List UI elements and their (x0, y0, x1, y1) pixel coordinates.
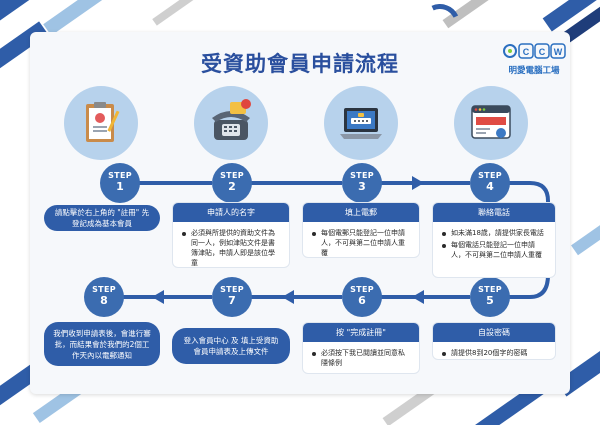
step-2-icon-circle (194, 86, 268, 160)
logo-letter: C (539, 47, 546, 57)
step-number: 2 (228, 180, 236, 193)
clipboard-profile-icon (86, 102, 120, 142)
step-2-card: 申請人的名字 必須與所提供的資助文件為同一人，例如津貼文件是書簿津貼，申請人即是… (172, 202, 290, 268)
step-6-card: 按 "完成註冊" 必須按下我已閱讀並同意私隱條例 (302, 322, 420, 374)
step-number: 8 (100, 294, 108, 307)
step-5-item: 請提供8到20個字的密碼 (441, 348, 547, 358)
web-browser-icon (471, 105, 511, 139)
step-number: 3 (358, 180, 366, 193)
decor-stripe (152, 0, 198, 26)
ccw-logo: C C W 明愛電腦工場 (502, 40, 566, 78)
logo-name: 明愛電腦工場 (508, 66, 560, 76)
step-6-list: 必須按下我已閱讀並同意私隱條例 (303, 342, 419, 374)
step-number: 6 (358, 294, 366, 307)
step-3-card: 填上電郵 每個電郵只能登記一位申請人，不可與第二位申請人重覆 (302, 202, 420, 258)
step-word: STEP (108, 171, 132, 180)
step-5-list: 請提供8到20個字的密碼 (433, 342, 555, 364)
step-4-item: 如未滿18歲，請提供家長電話 (441, 228, 547, 238)
step-1-text: 請點擊於右上角的 "註冊" 先登記成為基本會員 (44, 205, 160, 231)
step-5-card: 自設密碼 請提供8到20個字的密碼 (432, 322, 556, 360)
step-4-card: 聯絡電話 如未滿18歲，請提供家長電話 每個電話只能登記一位申請人，不可與第二位… (432, 202, 556, 278)
step-number: 7 (228, 294, 236, 307)
step-2-title: 申請人的名字 (173, 203, 289, 222)
step-3-list: 每個電郵只能登記一位申請人，不可與第二位申請人重覆 (303, 222, 419, 264)
step-word: STEP (350, 171, 374, 180)
decor-stripe (571, 216, 600, 256)
step-8-text: 我們收到申請表後，會進行審批，而結果會於我們的2個工作天內以電郵通知 (44, 322, 160, 366)
step-word: STEP (478, 285, 502, 294)
step-2-item: 必須與所提供的資助文件為同一人，例如津貼文件是書簿津貼，申請人即是該位學童 (181, 228, 281, 268)
step-word: STEP (478, 171, 502, 180)
step-7-text: 登入會員中心 及 填上受資助會員申請表及上傳文件 (172, 328, 290, 364)
step-number: 5 (486, 294, 494, 307)
ccw-logo-mark: C C W (503, 43, 566, 59)
decor-stripe (43, 0, 117, 36)
step-6-item: 必須按下我已閱讀並同意私隱條例 (311, 348, 411, 368)
telephone-notification-icon (212, 99, 251, 140)
step-word: STEP (220, 171, 244, 180)
step-word: STEP (92, 285, 116, 294)
step-number: 4 (486, 180, 494, 193)
step-4-list: 如未滿18歲，請提供家長電話 每個電話只能登記一位申請人，不可與第二位申請人重覆 (433, 222, 555, 266)
step-3-item: 每個電郵只能登記一位申請人，不可與第二位申請人重覆 (311, 228, 411, 258)
step-word: STEP (350, 285, 374, 294)
step-1-icon-circle (64, 86, 138, 160)
step-word: STEP (220, 285, 244, 294)
step-5-title: 自設密碼 (433, 323, 555, 342)
logo-letter: C (523, 47, 530, 57)
laptop-password-icon (340, 108, 382, 139)
step-4-icon-circle (454, 86, 528, 160)
step-4-title: 聯絡電話 (433, 203, 555, 222)
step-4-item: 每個電話只能登記一位申請人，不可與第二位申請人重覆 (441, 240, 547, 260)
step-6-title: 按 "完成註冊" (303, 323, 419, 342)
logo-letter: W (554, 47, 563, 57)
step-3-icon-circle (324, 86, 398, 160)
page-title: 受資助會員申請流程 (201, 52, 399, 76)
step-3-title: 填上電郵 (303, 203, 419, 222)
step-number: 1 (116, 180, 124, 193)
step-2-list: 必須與所提供的資助文件為同一人，例如津貼文件是書簿津貼，申請人即是該位學童 (173, 222, 289, 274)
